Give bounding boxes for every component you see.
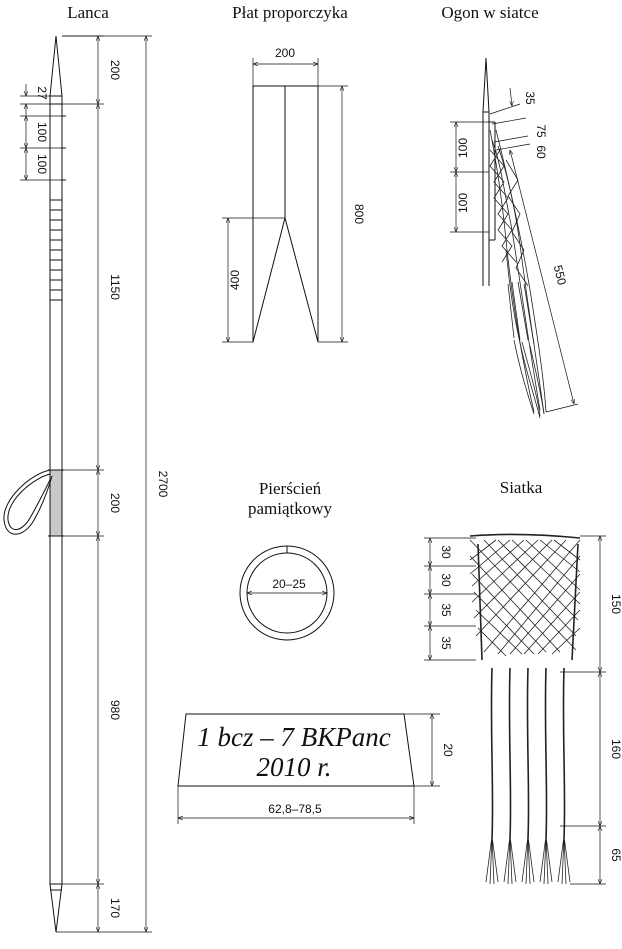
title-ogon-w-siatce: Ogon w siatce: [441, 3, 538, 22]
pennant-drawing: [252, 85, 319, 343]
dim-net-tassels-65: 65: [609, 848, 622, 862]
dim-lance-head-200: 200: [108, 60, 122, 80]
dim-net-row-2: 30: [439, 573, 453, 587]
plate-drawing: [177, 713, 440, 824]
dim-net-row-4: 35: [439, 636, 453, 650]
title-pierscien: Pierścień: [259, 479, 322, 498]
dim-net-height-150: 150: [609, 594, 622, 614]
tail-drawing: [482, 57, 547, 419]
dim-plate-width: 62,8–78,5: [268, 802, 322, 816]
title-lanca: Lanca: [67, 3, 109, 22]
dim-lance-980: 980: [108, 700, 122, 720]
dim-lance-100-b: 100: [35, 154, 49, 174]
plate-line-2: 2010 r.: [256, 752, 331, 782]
dim-pennant-cut-400: 400: [228, 270, 242, 290]
title-siatka: Siatka: [500, 478, 543, 497]
dim-net-cords-160: 160: [609, 739, 622, 759]
dim-tail-60: 60: [534, 145, 548, 159]
tail-dimensions: 100 100 35 75 60 550: [450, 87, 579, 413]
net-dimensions: 30 30 35 35 150 160 65: [424, 535, 622, 885]
lance-drawing: [3, 35, 66, 933]
dim-lance-100-a: 100: [35, 122, 49, 142]
dim-lance-170: 170: [108, 898, 122, 918]
dim-tail-100-a: 100: [456, 138, 470, 158]
dim-tail-35: 35: [523, 91, 537, 105]
dim-lance-1150: 1150: [108, 274, 122, 300]
plate-line-1: 1 bcz – 7 BKPanc: [197, 722, 390, 752]
dim-lance-27: 27: [35, 86, 49, 100]
dim-pennant-height-800: 800: [352, 204, 366, 224]
dim-net-row-3: 35: [439, 603, 453, 617]
net-drawing: [469, 533, 581, 885]
dim-lance-grip-200: 200: [108, 493, 122, 513]
dim-lance-2700: 2700: [156, 471, 170, 498]
dim-tail-100-b: 100: [456, 193, 470, 213]
pennant-dimensions: 200 800 400: [222, 46, 366, 343]
title-plat-proporczyka: Płat proporczyka: [232, 3, 348, 22]
lance-dimensions: 200 27 100 100 1150 200 980 170 2700: [20, 35, 170, 933]
dim-tail-75: 75: [534, 124, 548, 138]
ring-drawing: [239, 545, 335, 641]
dim-tail-550: 550: [551, 264, 570, 287]
dim-ring-diameter: 20–25: [272, 577, 306, 591]
title-pamiatkowy: pamiątkowy: [248, 499, 333, 518]
dim-plate-height-20: 20: [441, 743, 455, 757]
dim-pennant-width-200: 200: [275, 46, 295, 60]
dim-net-row-1: 30: [439, 545, 453, 559]
